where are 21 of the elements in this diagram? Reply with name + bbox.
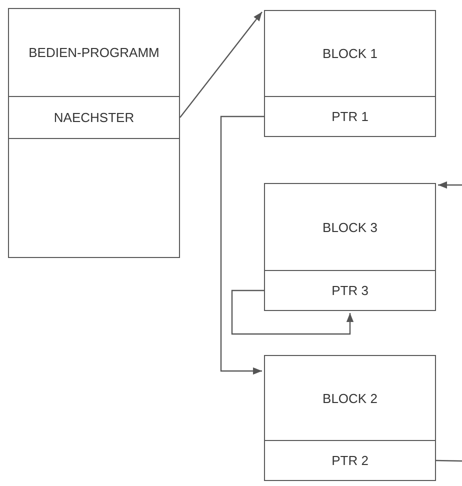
program-cell xyxy=(8,8,180,97)
block-box xyxy=(264,10,436,97)
arrow xyxy=(231,290,354,335)
arrow xyxy=(220,116,264,375)
cell-label: PTR 2 xyxy=(332,453,368,468)
cell-label: BLOCK 1 xyxy=(322,46,378,61)
cell-label: PTR 1 xyxy=(332,109,368,124)
pointer-cell xyxy=(8,96,180,139)
block-box xyxy=(264,183,436,271)
cell-label: BEDIEN-PROGRAMM xyxy=(28,45,160,60)
pointer-cell xyxy=(264,96,436,137)
cell-label: NAECHSTER xyxy=(54,110,134,125)
cell-label: PTR 3 xyxy=(332,283,368,298)
pointer-cell xyxy=(264,440,436,481)
empty-box xyxy=(8,138,180,258)
arrow xyxy=(180,12,262,118)
arrow xyxy=(438,181,462,189)
block-box xyxy=(264,355,436,441)
cell-label: BLOCK 3 xyxy=(322,220,378,234)
cell-label: BLOCK 2 xyxy=(322,390,378,406)
pointer-cell xyxy=(264,270,436,311)
